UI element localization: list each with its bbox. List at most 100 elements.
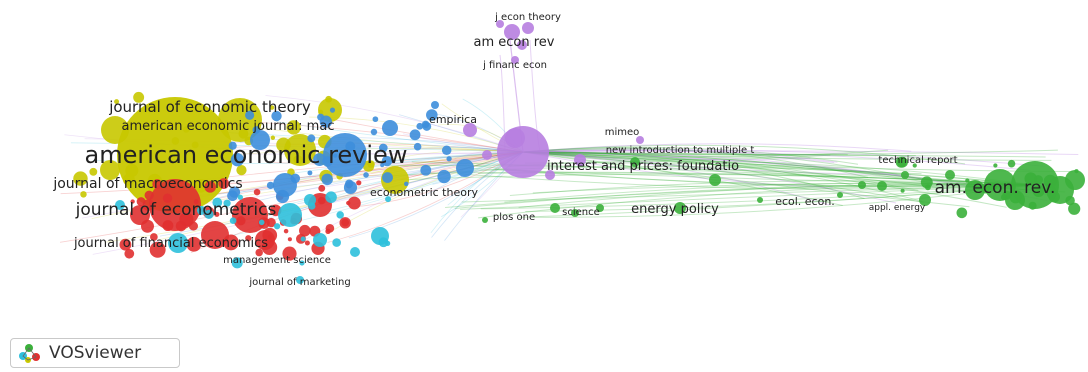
network-node[interactable]: [258, 219, 265, 226]
network-node[interactable]: [133, 91, 145, 103]
network-node[interactable]: [204, 209, 214, 220]
network-node[interactable]: [101, 116, 129, 144]
node-label-ecol-econ[interactable]: ecol. econ.: [775, 195, 835, 208]
network-node[interactable]: [228, 141, 237, 150]
network-node[interactable]: [287, 237, 292, 242]
network-node[interactable]: [196, 205, 206, 215]
network-node[interactable]: [269, 105, 275, 110]
network-node[interactable]: [897, 156, 908, 168]
node-label-energy-policy[interactable]: energy policy: [631, 202, 719, 217]
network-node[interactable]: [426, 109, 438, 121]
network-node[interactable]: [255, 248, 263, 257]
network-node[interactable]: [404, 181, 409, 187]
network-node[interactable]: [413, 142, 422, 151]
node-label-interest-and-prices[interactable]: interest and prices: foundatio: [547, 159, 739, 174]
network-node[interactable]: [115, 200, 125, 210]
network-node[interactable]: [993, 163, 998, 168]
network-node[interactable]: [356, 180, 362, 186]
network-node[interactable]: [250, 130, 270, 150]
network-node[interactable]: [122, 173, 135, 186]
network-node[interactable]: [1028, 201, 1037, 210]
network-node[interactable]: [420, 164, 432, 176]
network-node[interactable]: [266, 217, 276, 228]
network-node[interactable]: [223, 234, 239, 251]
network-node[interactable]: [550, 203, 560, 213]
network-node[interactable]: [193, 199, 199, 205]
network-node[interactable]: [266, 181, 275, 190]
node-label-journal-of-marketing[interactable]: journal of marketing: [248, 277, 350, 288]
network-node[interactable]: [284, 134, 316, 166]
network-node[interactable]: [437, 169, 451, 184]
network-node[interactable]: [267, 234, 272, 239]
network-node[interactable]: [382, 172, 393, 183]
network-node[interactable]: [162, 220, 174, 232]
network-node[interactable]: [227, 190, 238, 202]
node-label-mimeo[interactable]: mimeo: [605, 127, 640, 138]
network-node[interactable]: [1002, 190, 1012, 200]
network-node[interactable]: [482, 217, 488, 223]
network-node[interactable]: [674, 202, 686, 214]
network-node[interactable]: [130, 205, 150, 225]
network-node[interactable]: [237, 194, 243, 200]
network-node[interactable]: [80, 191, 87, 198]
network-node[interactable]: [300, 236, 306, 242]
network-node[interactable]: [286, 120, 301, 135]
network-node[interactable]: [900, 188, 905, 193]
network-node[interactable]: [385, 196, 392, 203]
network-node[interactable]: [171, 137, 180, 145]
network-node[interactable]: [218, 178, 230, 189]
network-node[interactable]: [136, 197, 146, 206]
network-node[interactable]: [422, 122, 432, 131]
network-node[interactable]: [596, 204, 604, 212]
network-node[interactable]: [988, 183, 997, 191]
network-node[interactable]: [505, 128, 525, 148]
network-node[interactable]: [231, 257, 243, 269]
network-node[interactable]: [1074, 169, 1079, 174]
network-node[interactable]: [901, 171, 909, 179]
network-node[interactable]: [363, 172, 369, 178]
network-node[interactable]: [496, 20, 504, 28]
network-node[interactable]: [179, 212, 194, 227]
network-node[interactable]: [119, 238, 132, 251]
node-label-empirica[interactable]: empirica: [429, 113, 477, 126]
network-node[interactable]: [757, 197, 763, 203]
network-node[interactable]: [89, 167, 98, 176]
network-node[interactable]: [204, 181, 217, 193]
network-node[interactable]: [1048, 191, 1061, 203]
network-node[interactable]: [114, 99, 120, 105]
node-label-am-econ-rev-green[interactable]: am. econ. rev.: [935, 178, 1056, 198]
network-node[interactable]: [325, 95, 333, 103]
network-node[interactable]: [325, 228, 331, 235]
network-node[interactable]: [956, 207, 968, 219]
network-node[interactable]: [1068, 202, 1081, 215]
network-node[interactable]: [924, 184, 931, 191]
network-node[interactable]: [144, 190, 154, 200]
network-node[interactable]: [380, 163, 385, 168]
network-node[interactable]: [382, 120, 398, 136]
network-node[interactable]: [441, 145, 452, 156]
network-node[interactable]: [283, 228, 289, 234]
network-node[interactable]: [980, 184, 990, 194]
network-node[interactable]: [223, 199, 231, 207]
network-node[interactable]: [912, 163, 917, 168]
node-label-j-econ-theory[interactable]: j econ theory: [494, 12, 561, 23]
vosviewer-logo-badge[interactable]: VOSviewer: [10, 338, 180, 368]
node-blue-cluster-hub[interactable]: [323, 133, 367, 177]
network-node[interactable]: [152, 179, 163, 189]
network-node[interactable]: [183, 126, 190, 133]
network-node[interactable]: [372, 116, 379, 123]
network-node[interactable]: [318, 109, 324, 115]
network-node[interactable]: [304, 240, 310, 246]
network-node[interactable]: [150, 233, 158, 241]
network-node[interactable]: [274, 223, 281, 230]
network-node[interactable]: [511, 56, 519, 64]
network-node[interactable]: [336, 211, 344, 219]
network-node[interactable]: [124, 248, 135, 259]
network-node[interactable]: [252, 126, 261, 134]
network-node[interactable]: [307, 134, 316, 143]
network-node[interactable]: [385, 240, 391, 246]
network-node[interactable]: [574, 154, 586, 166]
network-node[interactable]: [350, 247, 360, 257]
network-node[interactable]: [229, 217, 237, 224]
network-node[interactable]: [168, 233, 188, 253]
